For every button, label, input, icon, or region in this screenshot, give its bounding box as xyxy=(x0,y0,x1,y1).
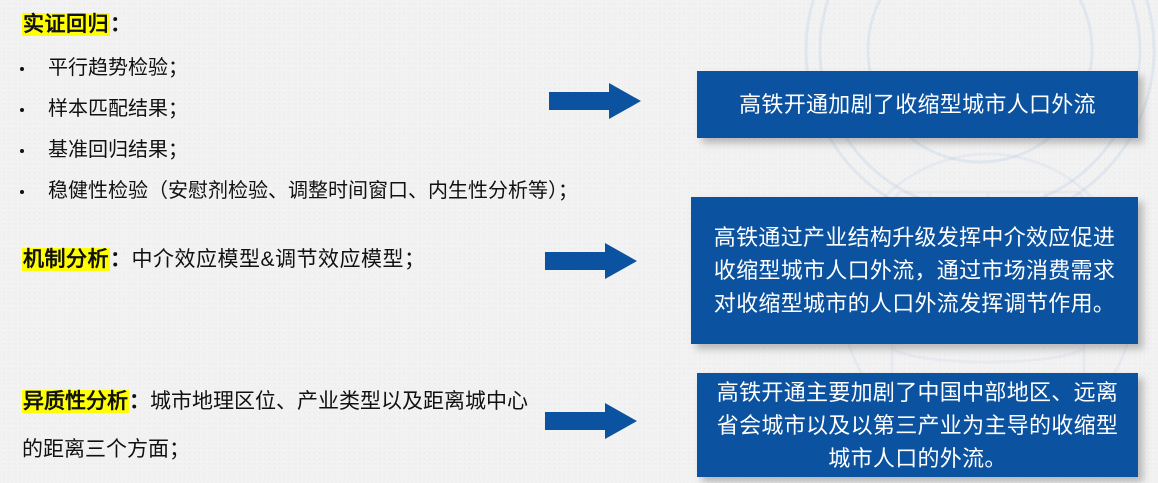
empirical-heading-highlight: 实证回归 xyxy=(22,13,110,36)
list-item-label: 稳健性检验（安慰剂检验、调整时间窗口、内生性分析等）； xyxy=(48,180,578,202)
conclusion-text: 高铁通过产业结构升级发挥中介效应促进收缩型城市人口外流，通过市场消费需求对收缩型… xyxy=(713,225,1116,316)
list-item: 基准回归结果； xyxy=(18,130,678,171)
heterogeneity-heading-colon: ： xyxy=(129,390,150,413)
conclusion-box-heterogeneity: 高铁开通主要加剧了中国中部地区、远离省会城市以及以第三产业为主导的收缩型城市人口… xyxy=(697,373,1138,477)
heterogeneity-heading-highlight: 异质性分析 xyxy=(22,390,129,413)
empirical-section-heading: 实证回归： xyxy=(22,8,132,38)
empirical-heading-colon: ： xyxy=(110,13,132,36)
list-item-label: 样本匹配结果； xyxy=(48,98,188,120)
arrow-right-icon xyxy=(545,403,637,439)
mechanism-heading-colon: ： xyxy=(110,248,132,271)
mechanism-heading-highlight: 机制分析 xyxy=(22,248,110,271)
heterogeneity-section-heading: 异质性分析：城市地理区位、产业类型以及距离城中心的距离三个方面； xyxy=(22,378,542,474)
bullet-dot-icon xyxy=(20,107,24,112)
heterogeneity-body-text: 城市地理区位、产业类型以及距离城中心的距离三个方面； xyxy=(22,390,528,461)
bullet-dot-icon xyxy=(20,66,24,71)
list-item: 稳健性检验（安慰剂检验、调整时间窗口、内生性分析等）； xyxy=(18,171,678,212)
bullet-dot-icon xyxy=(20,189,24,194)
list-item: 样本匹配结果； xyxy=(18,89,678,130)
conclusion-text: 高铁开通主要加剧了中国中部地区、远离省会城市以及以第三产业为主导的收缩型城市人口… xyxy=(716,379,1119,471)
empirical-bullet-list: 平行趋势检验； 样本匹配结果； 基准回归结果； 稳健性检验（安慰剂检验、调整时间… xyxy=(18,48,678,212)
arrow-right-icon xyxy=(545,243,637,279)
arrow-right-icon xyxy=(549,83,641,119)
mechanism-section-heading: 机制分析：中介效应模型&调节效应模型； xyxy=(22,243,426,273)
list-item-label: 平行趋势检验； xyxy=(48,57,188,79)
conclusion-text: 高铁开通加剧了收缩型城市人口外流 xyxy=(739,92,1096,117)
conclusion-box-empirical: 高铁开通加剧了收缩型城市人口外流 xyxy=(697,71,1138,138)
list-item-label: 基准回归结果； xyxy=(48,139,188,161)
conclusion-box-mechanism: 高铁通过产业结构升级发挥中介效应促进收缩型城市人口外流，通过市场消费需求对收缩型… xyxy=(691,197,1138,344)
outline-column: 实证回归： 平行趋势检验； 样本匹配结果； 基准回归结果； 稳健性检验（安慰剂检… xyxy=(18,8,678,474)
mechanism-body-text: 中介效应模型&调节效应模型； xyxy=(131,248,426,271)
bullet-dot-icon xyxy=(20,148,24,153)
list-item: 平行趋势检验； xyxy=(18,48,678,89)
